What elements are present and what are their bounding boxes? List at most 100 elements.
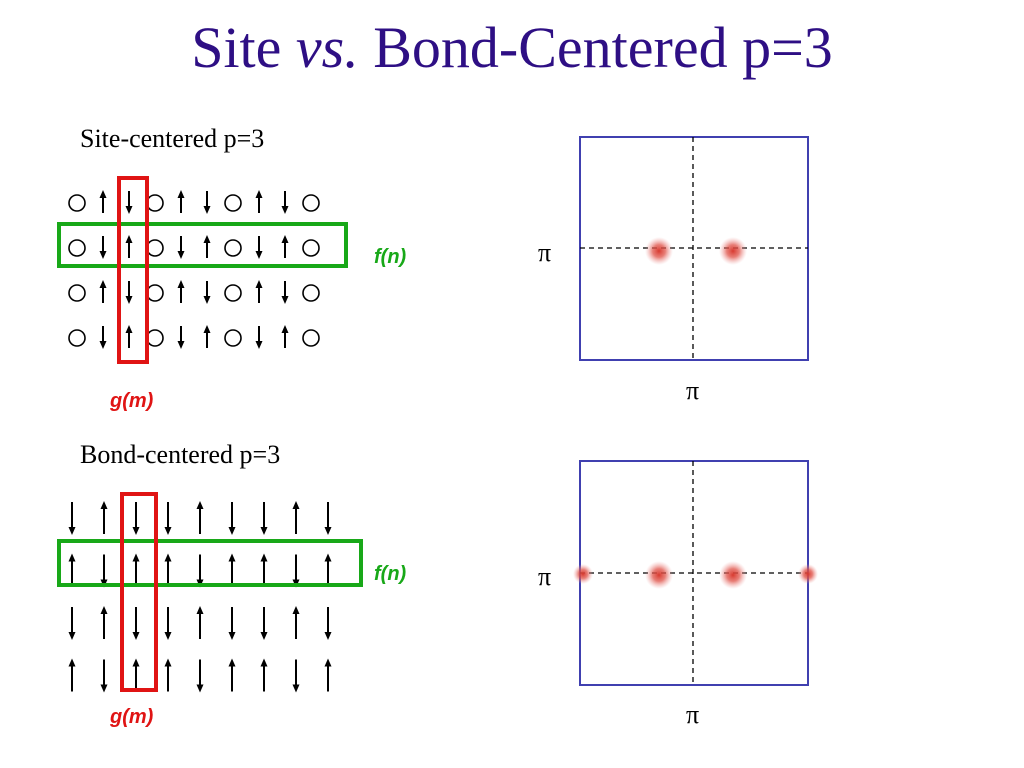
circle-icon [68, 239, 86, 257]
arrow-down-icon [281, 191, 289, 214]
arrow-down-icon [100, 659, 108, 693]
bond-row-highlight [57, 539, 363, 587]
circle-icon [224, 284, 242, 302]
bond-peak-right [719, 561, 747, 589]
arrow-down-icon [177, 326, 185, 349]
arrow-down-icon [196, 554, 204, 588]
arrow-up-icon [260, 553, 268, 587]
site-column-highlight [117, 176, 149, 364]
arrow-down-icon [100, 554, 108, 588]
site-centered-lattice [68, 190, 320, 349]
arrow-down-icon [164, 502, 172, 535]
bond-centered-label: Bond-centered p=3 [80, 440, 281, 469]
circle-icon [68, 329, 86, 347]
arrow-down-icon [203, 191, 211, 214]
arrow-up-icon [164, 658, 172, 692]
arrow-down-icon [255, 326, 263, 349]
arrow-down-icon [324, 502, 332, 535]
arrow-down-icon [68, 607, 76, 640]
circle-icon [146, 329, 164, 347]
circle-icon [146, 239, 164, 257]
arrow-down-icon [125, 191, 133, 214]
arrow-down-icon [260, 607, 268, 640]
bond-peak-left [645, 561, 673, 589]
arrow-up-icon [196, 501, 204, 534]
bond-column-label: g(m) [110, 706, 154, 728]
bond-pi-x-label: π [686, 700, 700, 729]
arrow-up-icon [255, 190, 263, 213]
arrow-down-icon [132, 607, 140, 640]
page-title: Site vs. Bond-Centered p=3 [0, 14, 1024, 81]
circle-icon [224, 239, 242, 257]
site-peak-left [645, 237, 673, 265]
arrow-down-icon [203, 281, 211, 304]
arrow-up-icon [99, 280, 107, 303]
arrow-up-icon [324, 553, 332, 587]
arrow-down-icon [164, 607, 172, 640]
arrow-up-icon [132, 553, 140, 587]
arrow-up-icon [324, 658, 332, 692]
site-peak-right [719, 237, 747, 265]
arrow-up-icon [164, 553, 172, 587]
arrow-down-icon [68, 502, 76, 535]
arrow-up-icon [99, 190, 107, 213]
circle-icon [302, 329, 320, 347]
circle-icon [224, 194, 242, 212]
bond-peak-edge-left [573, 564, 593, 584]
title-vs: vs. [295, 15, 359, 80]
arrow-up-icon [177, 280, 185, 303]
site-structure-factor-plot [579, 136, 809, 361]
arrow-up-icon [281, 325, 289, 348]
circle-icon [68, 284, 86, 302]
bond-peak-edge-right [798, 564, 818, 584]
site-row-highlight [57, 222, 348, 268]
arrow-up-icon [125, 235, 133, 258]
circle-icon [302, 284, 320, 302]
arrow-up-icon [203, 235, 211, 258]
arrow-up-icon [100, 501, 108, 534]
arrow-up-icon [125, 325, 133, 348]
circle-icon [302, 239, 320, 257]
arrow-up-icon [292, 501, 300, 534]
arrow-up-icon [281, 235, 289, 258]
arrow-up-icon [100, 606, 108, 639]
arrow-down-icon [125, 281, 133, 304]
arrow-down-icon [281, 281, 289, 304]
arrow-down-icon [177, 236, 185, 259]
site-centered-label: Site-centered p=3 [80, 124, 265, 153]
site-pi-y-label: π [538, 238, 552, 267]
bond-structure-factor-plot [573, 460, 818, 686]
arrow-up-icon [203, 325, 211, 348]
arrow-down-icon [132, 502, 140, 535]
circle-icon [68, 194, 86, 212]
arrow-down-icon [260, 502, 268, 535]
title-site: Site [191, 15, 296, 80]
circle-icon [224, 329, 242, 347]
circle-icon [146, 284, 164, 302]
bond-row-label: f(n) [374, 563, 407, 585]
arrow-up-icon [196, 606, 204, 639]
arrow-up-icon [228, 658, 236, 692]
arrow-down-icon [292, 554, 300, 588]
site-column-label: g(m) [110, 390, 154, 412]
title-rest: Bond-Centered p=3 [358, 15, 833, 80]
arrow-up-icon [68, 658, 76, 692]
arrow-up-icon [177, 190, 185, 213]
arrow-up-icon [260, 658, 268, 692]
arrow-down-icon [255, 236, 263, 259]
site-row-label: f(n) [374, 246, 407, 268]
arrow-up-icon [68, 553, 76, 587]
site-pi-x-label: π [686, 376, 700, 405]
bond-pi-y-label: π [538, 562, 552, 591]
arrow-up-icon [255, 280, 263, 303]
arrow-up-icon [292, 606, 300, 639]
arrow-down-icon [292, 659, 300, 693]
arrow-down-icon [324, 607, 332, 640]
arrow-down-icon [196, 659, 204, 693]
circle-icon [146, 194, 164, 212]
arrow-up-icon [132, 658, 140, 692]
arrow-up-icon [228, 553, 236, 587]
circle-icon [302, 194, 320, 212]
arrow-down-icon [99, 236, 107, 259]
bond-centered-lattice [68, 501, 332, 693]
